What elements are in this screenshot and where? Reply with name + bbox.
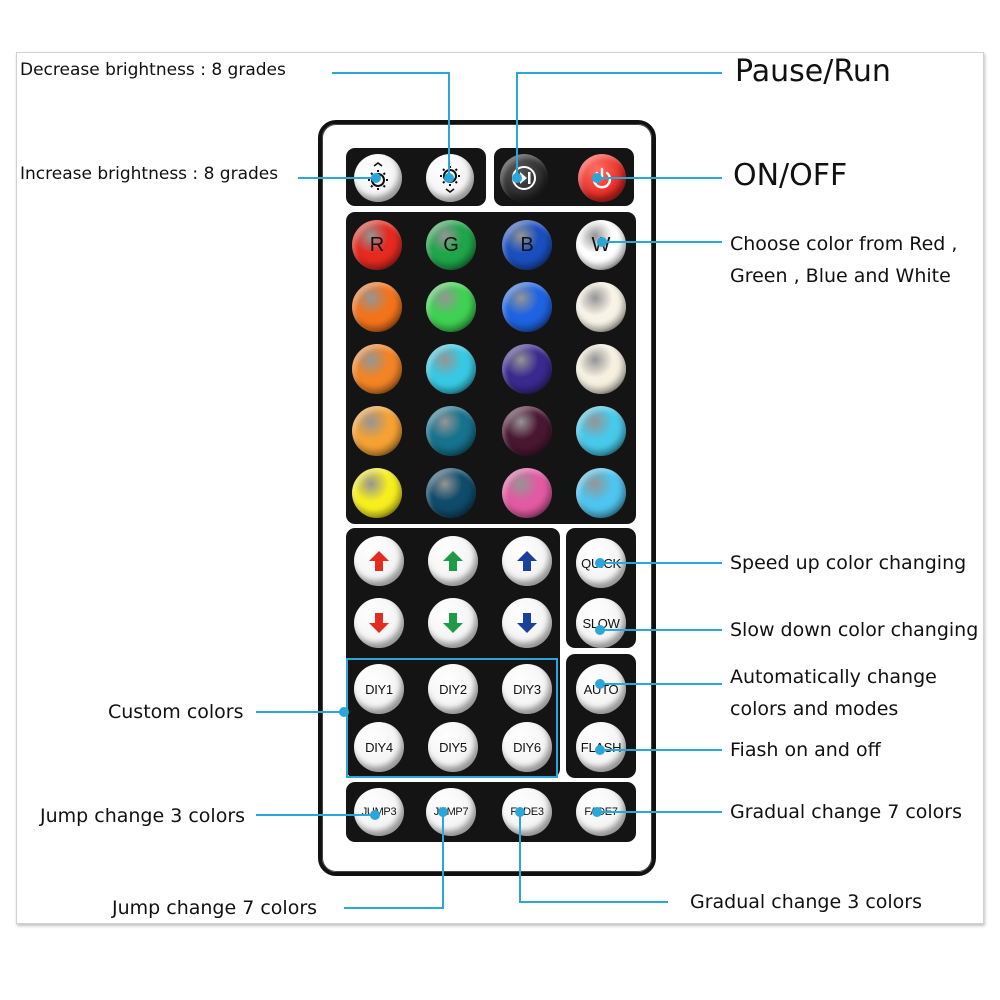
arrow-up-red-icon	[369, 551, 389, 571]
color-button-r3-c2[interactable]	[426, 344, 476, 394]
diy3-label: DIY3	[513, 681, 541, 697]
color-button-r1-c2[interactable]: G	[426, 220, 476, 270]
color-button-r2-c2[interactable]	[426, 282, 476, 332]
color-button-r4-c3[interactable]	[502, 406, 552, 456]
color-button-r4-c4[interactable]	[576, 406, 626, 456]
label-on-off: ON/OFF	[733, 158, 848, 193]
callout-jump7	[344, 812, 444, 909]
diy4-label: DIY4	[365, 739, 393, 755]
callout-pause	[516, 72, 722, 178]
label-decrease-brightness: Decrease brightness : 8 grades	[20, 60, 286, 80]
slow-button[interactable]: SLOW	[576, 598, 626, 648]
label-choose-color-line1: Choose color from Red ,	[730, 233, 958, 255]
label-jump7: Jump change 7 colors	[112, 897, 318, 919]
label-choose-color: Choose color from Red , Green , Blue and…	[730, 228, 957, 292]
color-button-r1-c1[interactable]: R	[352, 220, 402, 270]
red-up-button[interactable]	[354, 536, 404, 586]
color-button-r2-c3[interactable]	[502, 282, 552, 332]
red-down-button[interactable]	[354, 598, 404, 648]
remote-control: RGBW QUICK SLOW AUTO FLASH DIY1 DIY2 DIY…	[318, 120, 656, 876]
label-gradual3: Gradual change 3 colors	[690, 891, 923, 913]
color-button-r5-c2[interactable]	[426, 468, 476, 518]
label-increase-brightness: Increase brightness : 8 grades	[20, 164, 279, 184]
pause-run-button[interactable]	[500, 154, 548, 202]
label-flash: Fiash on and off	[730, 739, 881, 761]
label-custom-colors: Custom colors	[108, 701, 244, 723]
arrow-up-blue-icon	[517, 551, 537, 571]
arrow-down-red-icon	[369, 613, 389, 633]
custom-colors-highlight	[346, 658, 558, 778]
diy3-button[interactable]: DIY3	[502, 664, 552, 714]
auto-button[interactable]: AUTO	[576, 664, 626, 714]
arrow-down-green-icon	[443, 613, 463, 633]
fade3-button[interactable]: FADE3	[502, 788, 552, 836]
color-button-r4-c2[interactable]	[426, 406, 476, 456]
diy2-button[interactable]: DIY2	[428, 664, 478, 714]
diy2-label: DIY2	[439, 681, 467, 697]
color-button-r5-c1[interactable]	[352, 468, 402, 518]
green-down-button[interactable]	[428, 598, 478, 648]
blue-up-button[interactable]	[502, 536, 552, 586]
diy5-button[interactable]: DIY5	[428, 722, 478, 772]
label-pause-run: Pause/Run	[735, 54, 891, 89]
color-button-r2-c1[interactable]	[352, 282, 402, 332]
color-button-r3-c4[interactable]	[576, 344, 626, 394]
color-letter-g: G	[443, 233, 459, 256]
label-jump3: Jump change 3 colors	[40, 805, 246, 827]
callout-gradual3	[519, 812, 668, 903]
label-slow-down: Slow down color changing	[730, 619, 979, 641]
diy1-button[interactable]: DIY1	[354, 664, 404, 714]
diy6-button[interactable]: DIY6	[502, 722, 552, 772]
color-letter-r: R	[369, 233, 385, 256]
label-speed-up: Speed up color changing	[730, 552, 967, 574]
diy6-label: DIY6	[513, 739, 541, 755]
label-auto: Automatically change colors and modes	[730, 661, 937, 725]
arrow-up-green-icon	[443, 551, 463, 571]
diy4-button[interactable]: DIY4	[354, 722, 404, 772]
auto-label: AUTO	[583, 681, 619, 697]
label-gradual7: Gradual change 7 colors	[730, 801, 963, 823]
color-button-r5-c4[interactable]	[576, 468, 626, 518]
color-button-r5-c3[interactable]	[502, 468, 552, 518]
slow-label: SLOW	[582, 615, 620, 631]
diy5-label: DIY5	[439, 739, 467, 755]
color-button-r4-c1[interactable]	[352, 406, 402, 456]
label-auto-line1: Automatically change	[730, 666, 937, 688]
color-button-r2-c4[interactable]	[576, 282, 626, 332]
label-choose-color-line2: Green , Blue and White	[730, 265, 951, 287]
label-auto-line2: colors and modes	[730, 698, 899, 720]
color-button-r1-c3[interactable]: B	[502, 220, 552, 270]
callout-decrease	[332, 72, 450, 178]
color-button-r3-c1[interactable]	[352, 344, 402, 394]
arrow-down-blue-icon	[517, 613, 537, 633]
green-up-button[interactable]	[428, 536, 478, 586]
color-button-r3-c3[interactable]	[502, 344, 552, 394]
blue-down-button[interactable]	[502, 598, 552, 648]
diy1-label: DIY1	[365, 681, 393, 697]
color-letter-b: B	[520, 233, 534, 256]
